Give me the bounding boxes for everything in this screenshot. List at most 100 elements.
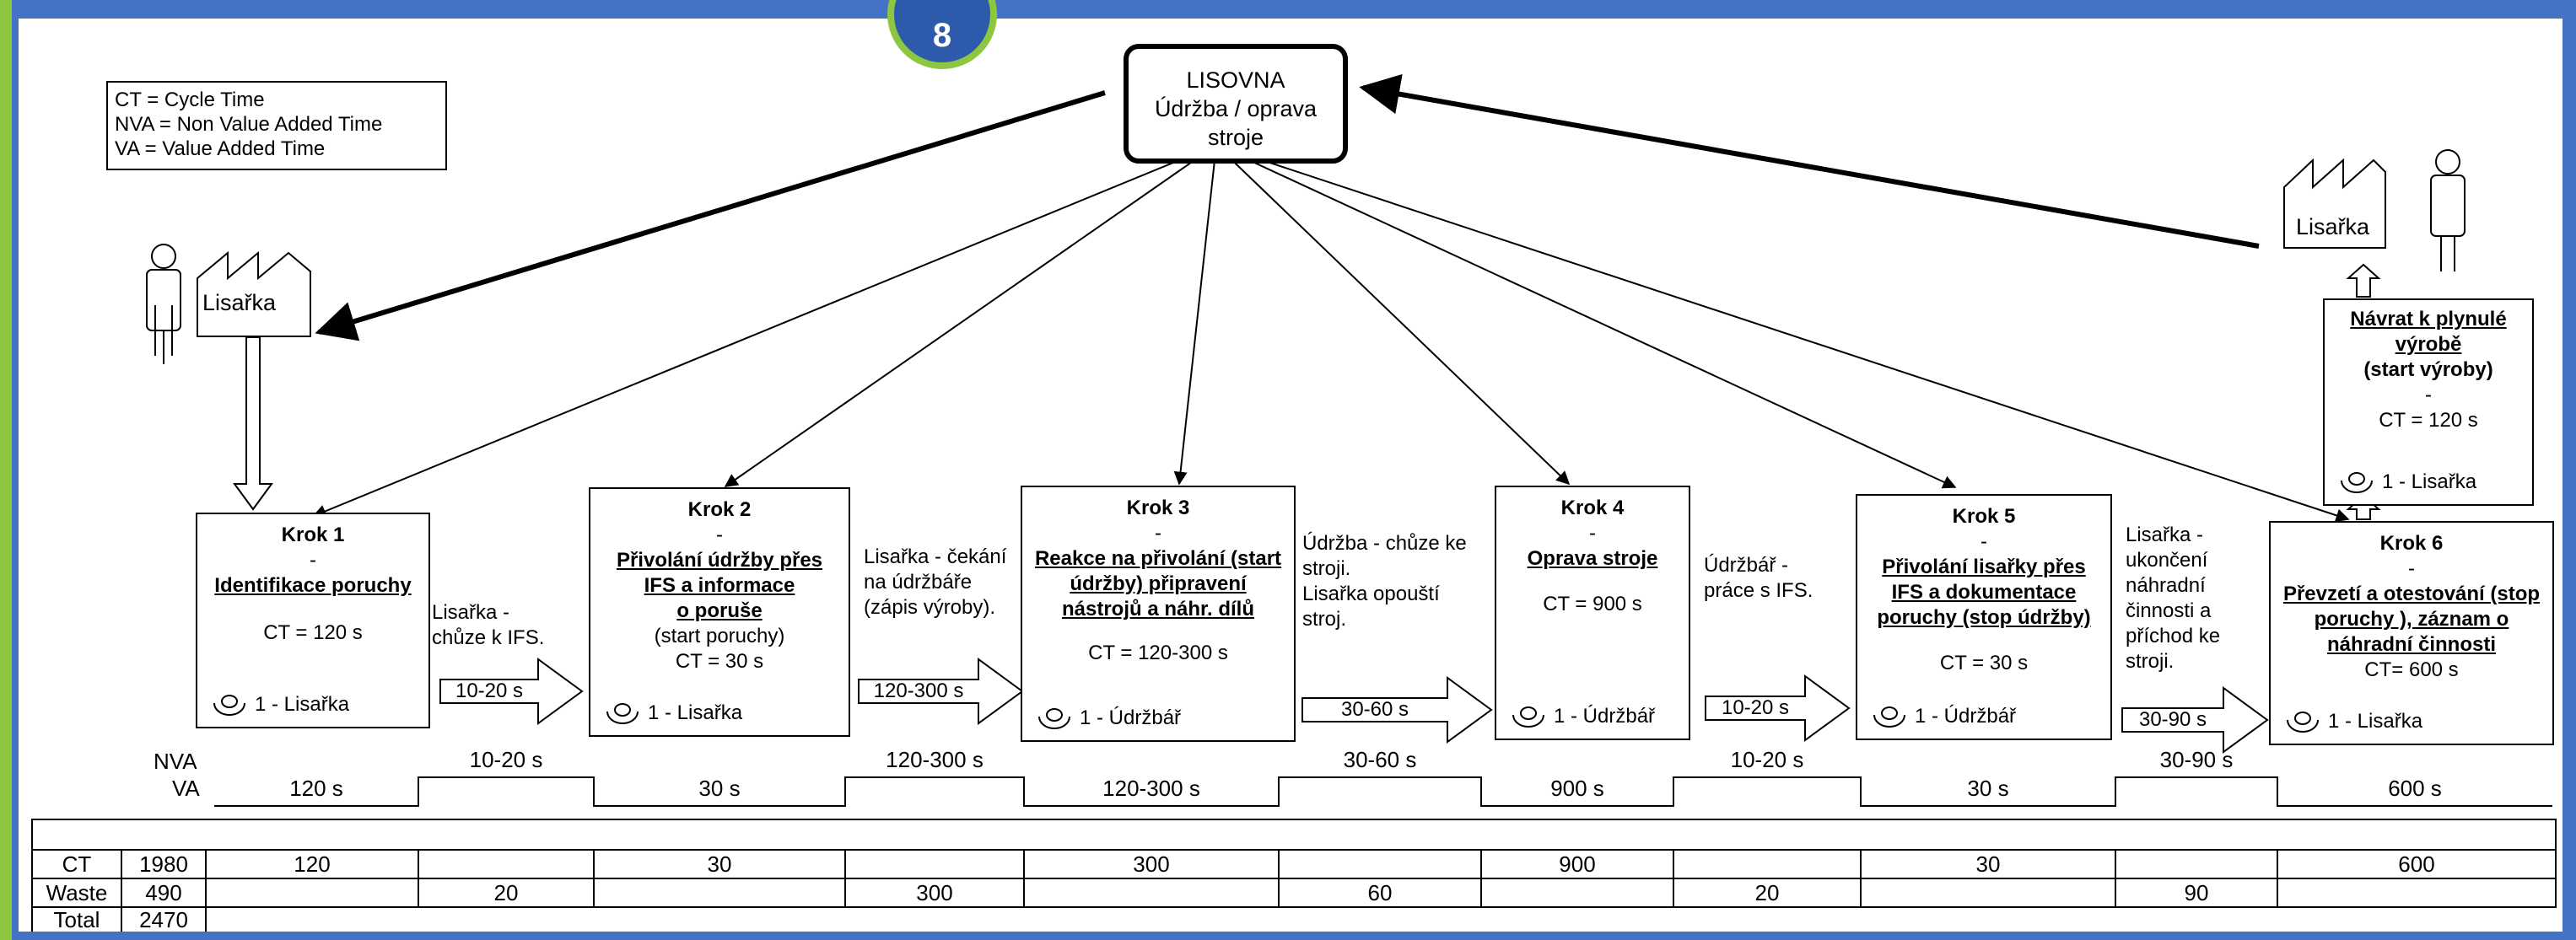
step-6-ct: CT= 600 s [2364,658,2459,681]
summary-table-grid [31,819,2557,932]
note-4: Údržbář -práce s IFS. [1704,554,1813,602]
push-arrow-down [233,336,273,511]
timeline-nva-label: NVA [154,749,197,774]
table-row-total-label: Total [53,907,100,932]
final-step-operator: 1 - Lisařka [2338,470,2476,496]
factory-left-label: Lisařka [202,290,277,315]
legend-ct: CT = Cycle Time [115,89,265,111]
waste-nva-1: 20 [493,880,519,905]
transfer-arrow-4 [1705,674,1851,742]
transfer-arrow-1 [439,658,584,725]
person-left-icon [146,244,181,364]
step-box-2: Krok 2 - Přivolání údržby přes IFS a inf… [589,487,850,737]
factory-right-label: Lisařka [2296,214,2370,239]
slide-number: 8 [932,17,952,54]
nva-time-3: 30-60 s [1343,747,1417,772]
va-time-6: 600 s [2388,776,2442,801]
step-5-name-2: IFS a dokumentace [1891,581,2077,604]
center-line-3: stroje [1207,125,1264,150]
step-2-name-1: Přivolání údržby přes [616,549,823,572]
line-to-step-1 [312,144,1217,518]
step-6-name-3: náhradní činnosti [2326,633,2496,656]
person-right-icon [2430,149,2466,271]
waste-nva-5: 90 [2184,880,2209,905]
note-1: Lisařka -chůze k IFS. [432,601,545,649]
final-step-box: Návrat k plynulé výrobě (start výroby) -… [2323,298,2534,506]
step-4-ct: CT = 900 s [1543,593,1642,615]
step-6-name-1: Převzetí a otestování (stop [2282,583,2541,605]
ct-va-4: 900 [1559,851,1596,877]
final-step-ct: CT = 120 s [2379,409,2478,432]
final-step-dash: - [2425,384,2432,406]
step-box-1: Krok 1 - Identifikace poruchy CT = 120 s… [196,513,430,728]
table-row-waste-label: Waste [46,880,108,905]
legend-va: VA = Value Added Time [115,137,326,160]
legend-box: CT = Cycle Time NVA = Non Value Added Ti… [106,81,447,170]
step-3-name-1: Reakce na přivolání (start [1034,547,1282,570]
step-3-operator: 1 - Údržbář [1036,706,1181,732]
step-4-operator: 1 - Údržbář [1510,704,1655,730]
transfer-time-1: 10-20 s [455,679,524,702]
transfer-time-5: 30-90 s [2138,708,2207,731]
transfer-time-3: 30-60 s [1340,698,1409,721]
factory-left-outline [197,250,311,337]
central-process-box: LISOVNA Údržba / oprava stroje [1124,44,1348,164]
step-2-title: Krok 2 [687,498,752,521]
transfer-arrow-3 [1301,676,1493,744]
push-arrow-up-final [2346,263,2381,298]
step-1-ct: CT = 120 s [263,621,363,644]
va-time-2: 30 s [698,776,741,801]
nva-time-1: 10-20 s [469,747,543,772]
timeline-line [214,776,2552,807]
table-row-ct-total: 1980 [139,851,188,877]
step-3-name-3: nástrojů a náhr. dílů [1061,598,1255,620]
line-to-step-4 [1215,144,1571,486]
accent-bar [0,0,12,940]
transfer-arrow-2 [858,658,1024,725]
va-time-1: 120 s [289,776,343,801]
step-box-4: Krok 4 - Oprava stroje CT = 900 s 1 - Úd… [1495,486,1690,740]
timeline-va-label: VA [172,776,200,801]
nva-time-4: 10-20 s [1730,747,1804,772]
step-6-name-2: poruchy ), záznam o [2314,608,2509,631]
step-2-ct: CT = 30 s [675,650,764,673]
line-to-step-5 [1215,144,1957,489]
step-1-dash: - [310,549,316,572]
step-3-title: Krok 3 [1126,497,1190,519]
final-step-sub: (start výroby) [2363,358,2493,381]
step-2-dash: - [716,524,723,546]
final-step-name-2: výrobě [2395,333,2462,356]
step-5-name-1: Přivolání lisařky přes [1882,556,2086,578]
legend-nva: NVA = Non Value Added Time [115,113,383,136]
step-2-operator: 1 - Lisařka [604,701,742,727]
va-time-4: 900 s [1550,776,1604,801]
step-box-3: Krok 3 - Reakce na přivolání (start údrž… [1021,486,1296,742]
nva-time-5: 30-90 s [2159,747,2234,772]
step-2-name-3: o poruše [676,599,763,622]
table-row-ct-label: CT [62,851,92,877]
line-to-step-2 [724,144,1217,487]
step-2-sub: (start poruchy) [654,625,785,647]
step-6-operator: 1 - Lisařka [2284,709,2422,735]
ct-va-6: 600 [2398,851,2435,877]
step-5-dash: - [1981,530,1987,553]
step-4-name: Oprava stroje [1527,547,1658,570]
step-1-name: Identifikace poruchy [214,574,412,597]
transfer-arrow-5 [2121,686,2269,754]
transfer-time-2: 120-300 s [873,679,964,702]
table-row-total-value: 2470 [139,907,188,932]
step-3-name-2: údržby) připravení [1070,572,1247,595]
step-4-title: Krok 4 [1560,497,1625,519]
ct-va-2: 30 [707,851,732,877]
ct-va-5: 30 [1975,851,2001,877]
step-6-dash: - [2408,557,2415,580]
waste-nva-2: 300 [916,880,953,905]
arrow-from-right-factory [1359,73,2260,249]
step-2-name-2: IFS a informace [644,574,795,597]
step-5-ct: CT = 30 s [1939,652,2029,674]
final-step-name-1: Návrat k plynulé [2350,308,2507,330]
step-1-operator: 1 - Lisařka [211,692,349,718]
